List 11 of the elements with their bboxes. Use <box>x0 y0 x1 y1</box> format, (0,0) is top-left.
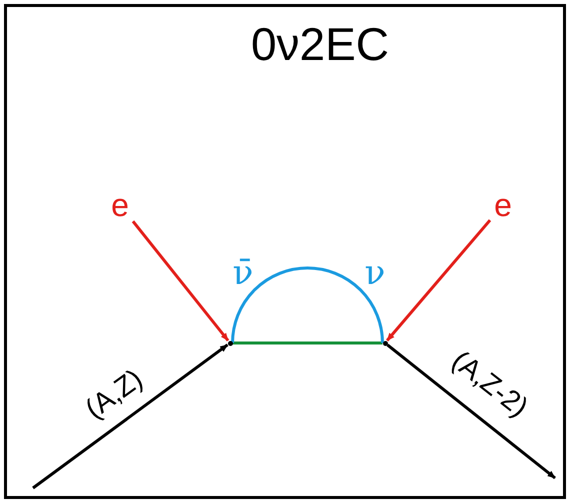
particle-label: ν <box>364 255 386 291</box>
arrow <box>386 219 492 342</box>
arrow <box>132 220 230 342</box>
particle-label: e <box>490 188 516 222</box>
particle-label: e <box>107 188 133 222</box>
line <box>232 342 382 344</box>
arc-line <box>231 266 384 344</box>
arrow <box>32 344 228 490</box>
arrow <box>386 344 556 480</box>
diagram-title: 0ν2EC <box>250 18 390 70</box>
particle-label: ν̄ <box>232 255 254 291</box>
